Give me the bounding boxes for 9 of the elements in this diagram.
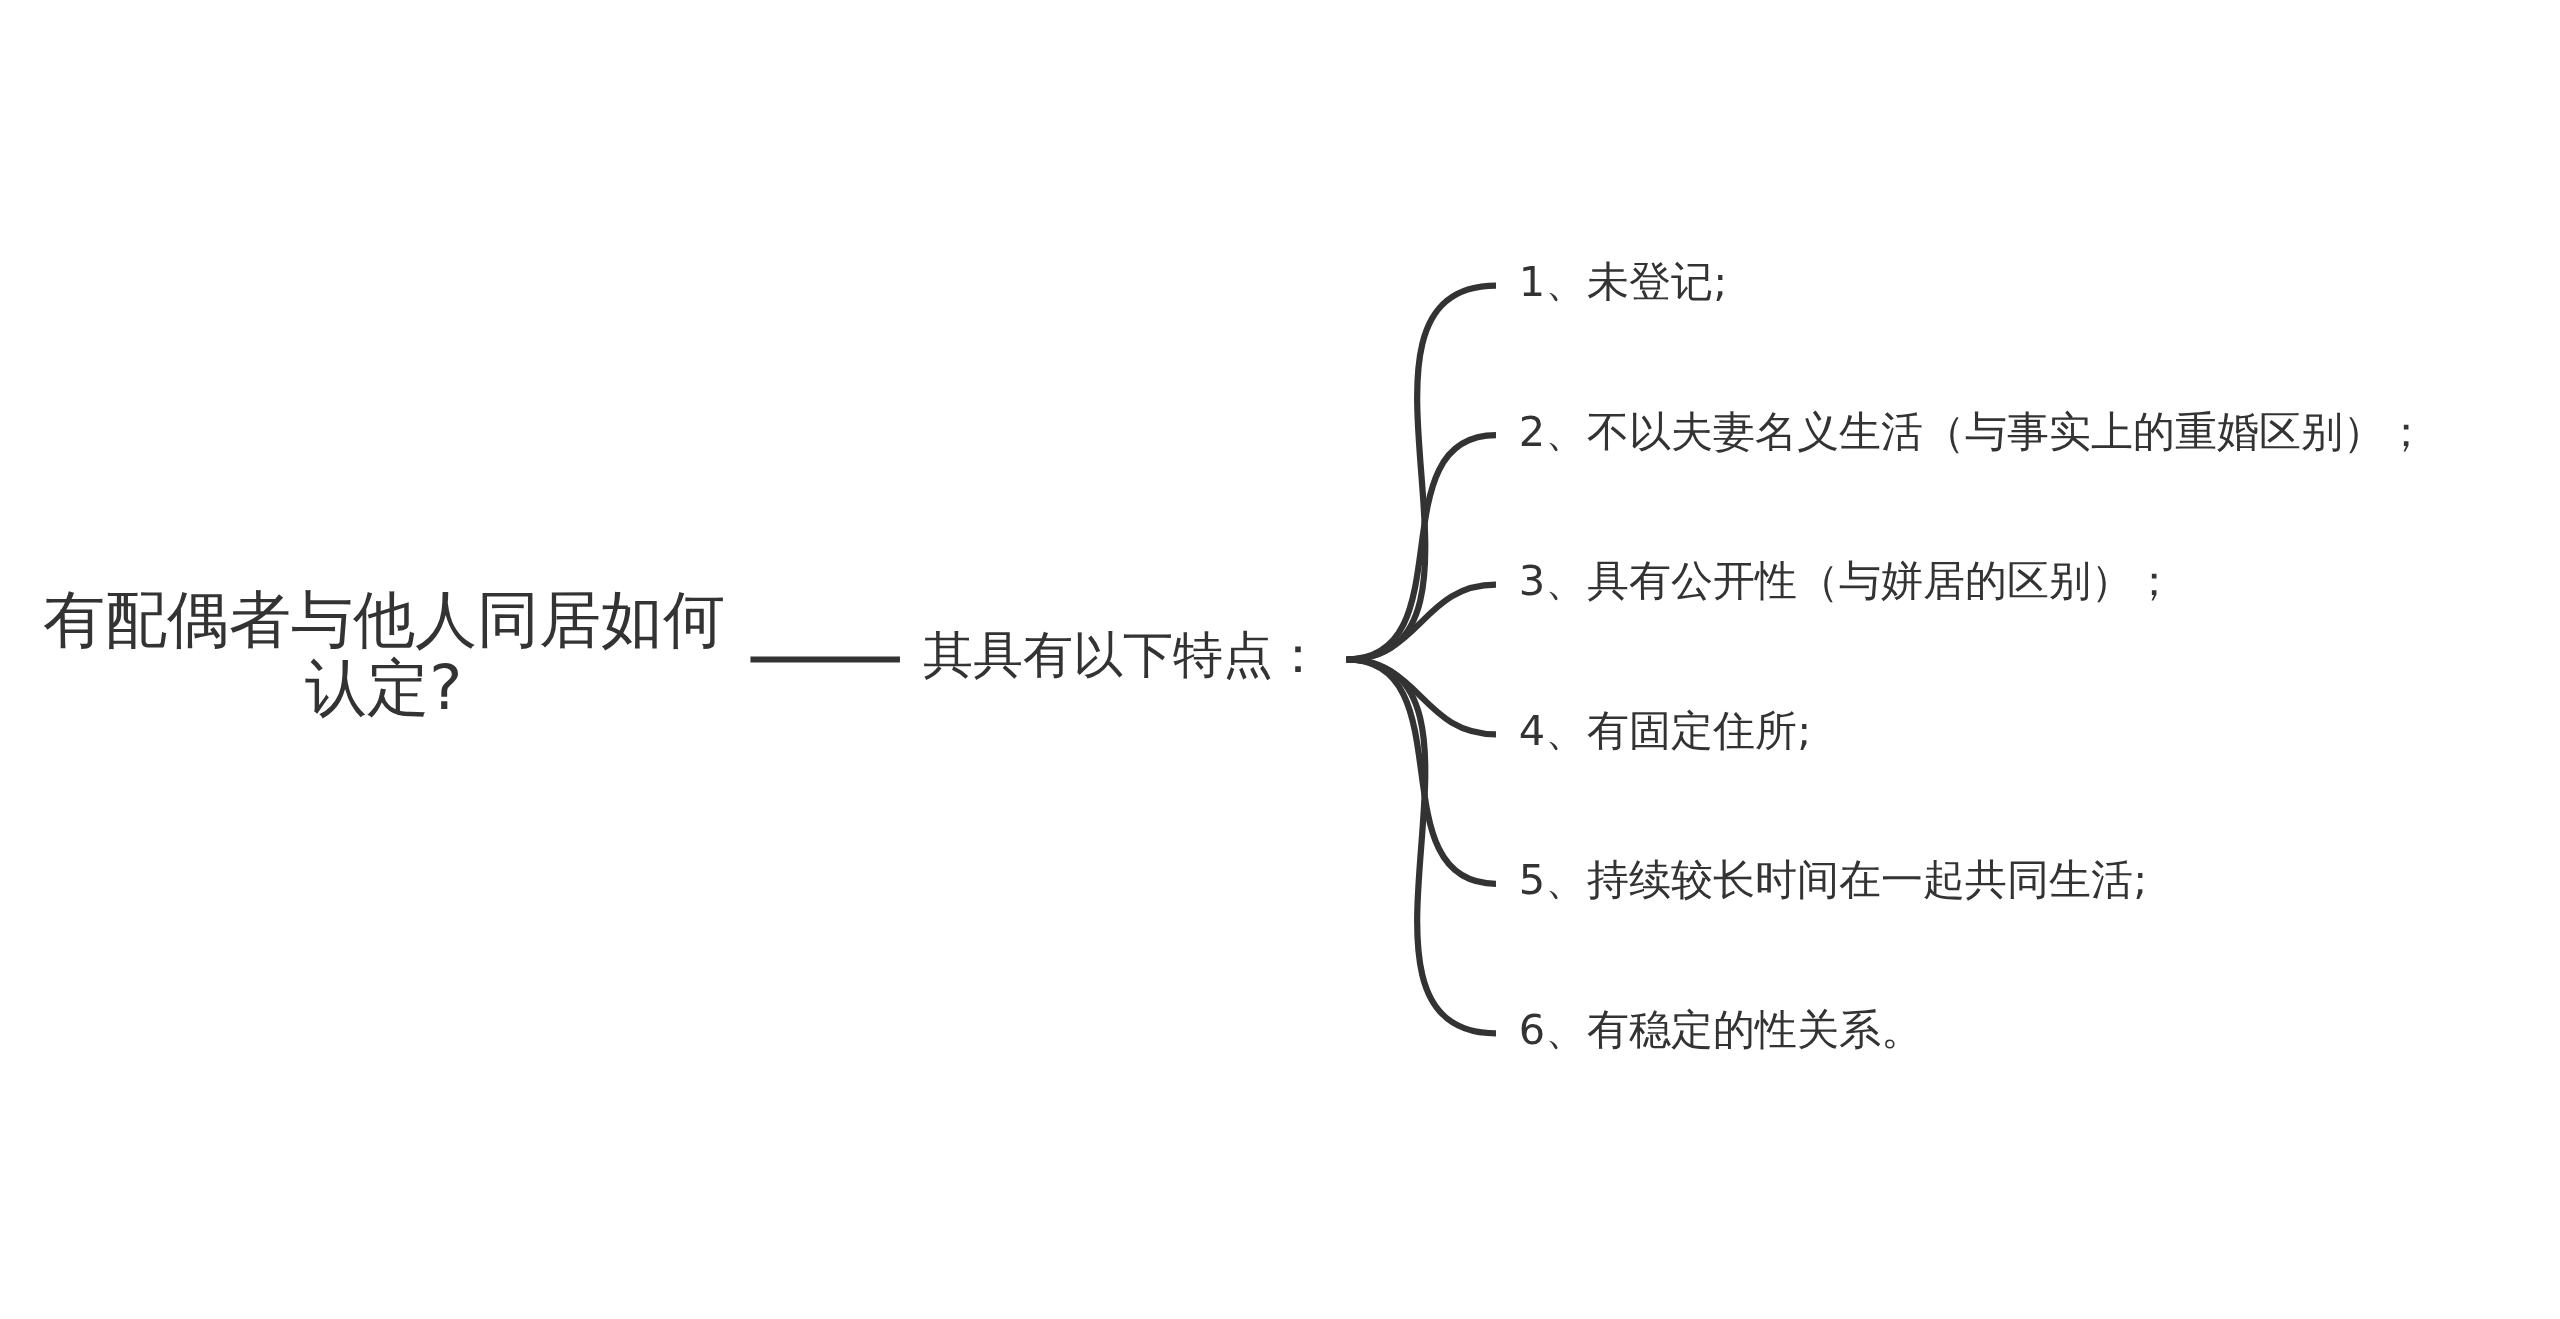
connector bbox=[1345, 656, 1497, 1037]
node-text: 1、未登记; bbox=[1518, 257, 1728, 307]
node-text: 2、不以夫妻名义生活（与事实上的重婚区别）； bbox=[1518, 406, 2428, 456]
node-text: 5、持续较长时间在一起共同生活; bbox=[1518, 855, 2148, 905]
node-text: 其具有以下特点： bbox=[923, 626, 1324, 685]
node-text: 3、具有公开性（与姘居的区别）； bbox=[1518, 556, 2176, 606]
node-text: 6、有稳定的性关系。 bbox=[1518, 1004, 1924, 1054]
node-text: 4、有固定住所; bbox=[1518, 705, 1812, 755]
node-text: 有配偶者与他人同居如何认定? bbox=[42, 582, 725, 725]
